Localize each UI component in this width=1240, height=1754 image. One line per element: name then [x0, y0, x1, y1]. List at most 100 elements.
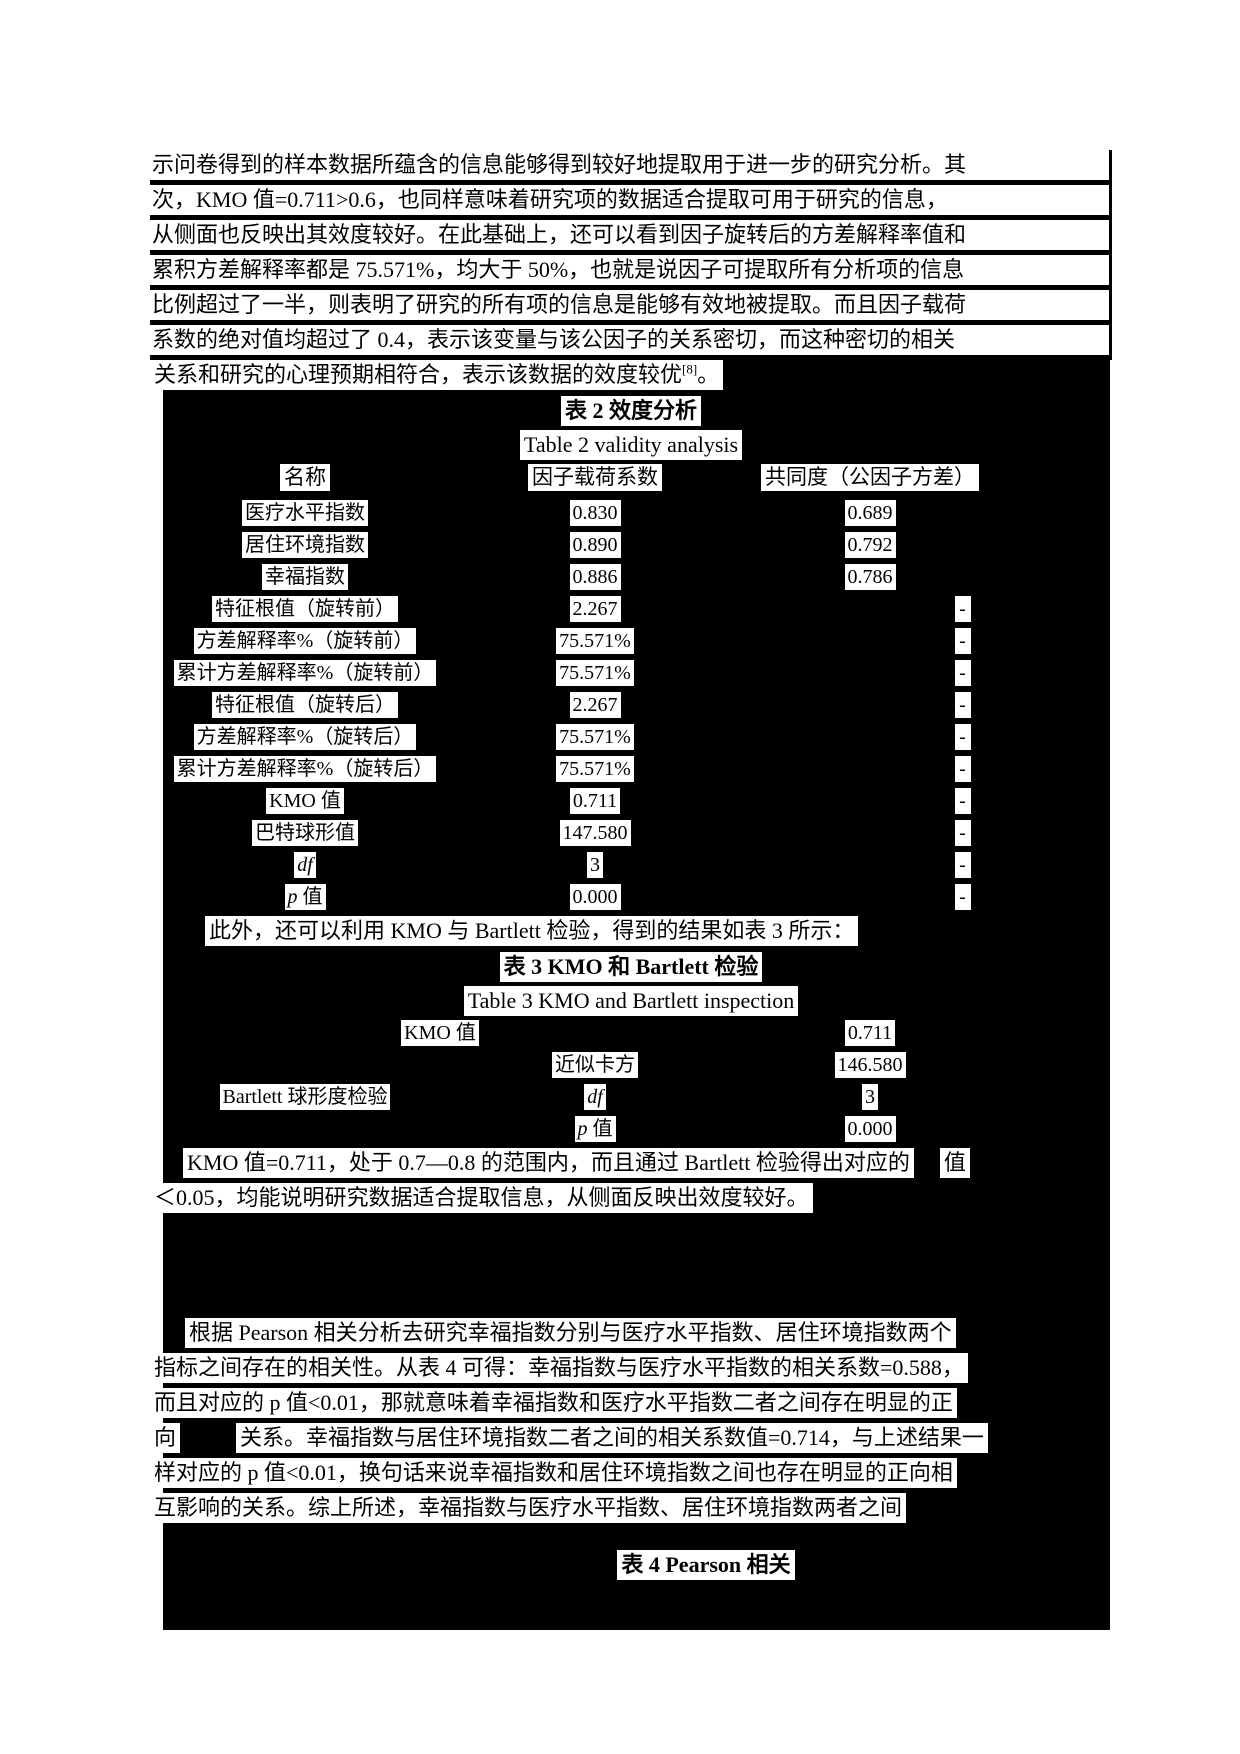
cell-chip: 累计方差解释率%（旋转后）	[173, 756, 437, 782]
table2-row: 方差解释率%（旋转后）75.571%-	[150, 724, 1112, 750]
table-cell: 75.571%	[460, 660, 730, 686]
table-cell: Bartlett 球形度检验	[150, 1084, 460, 1110]
col-header-communality: 共同度（公因子方差）	[761, 464, 979, 491]
cell-chip: -	[954, 788, 971, 814]
cell-chip: 147.580	[559, 820, 631, 846]
table4-title-chip: 表 4 Pearson 相关	[617, 1550, 795, 1580]
cell-chip: 0.830	[569, 500, 621, 526]
table-cell: 2.267	[460, 692, 730, 718]
table2-title-en: Table 2 validity analysis	[150, 430, 1112, 464]
table-cell: 3	[730, 1084, 1010, 1110]
line-chip: ＜0.05，均能说明研究数据适合提取信息，从侧面反映出效度较好。	[150, 1183, 813, 1213]
line-chip: 值	[939, 1148, 970, 1178]
cell-chip: 0.000	[844, 1116, 896, 1142]
table-cell: 75.571%	[460, 756, 730, 782]
cell-chip: 特征根值（旋转前）	[212, 596, 398, 622]
table-cell: 特征根值（旋转后）	[150, 692, 460, 718]
paragraph-pearson-line1: 根据 Pearson 相关分析去研究幸福指数分别与医疗水平指数、居住环境指数两个	[150, 1318, 1112, 1353]
cell-chip: p 值	[574, 1116, 616, 1142]
cell-chip: 方差解释率%（旋转前）	[193, 628, 417, 654]
table-cell: KMO 值	[150, 788, 460, 814]
cell-chip: 0.786	[844, 564, 896, 590]
table3-title-en: Table 3 KMO and Bartlett inspection	[150, 986, 1112, 1020]
cell-chip: 0.890	[569, 532, 621, 558]
cell-chip: 75.571%	[556, 724, 634, 750]
table-cell: p 值	[460, 1116, 730, 1142]
cell-chip: 幸福指数	[262, 564, 348, 590]
cell-chip: -	[954, 660, 971, 686]
col-header-name: 名称	[280, 464, 330, 491]
table2-title-cn: 表 2 效度分析	[150, 396, 1112, 430]
citation-superscript: [8]	[682, 361, 698, 377]
table-cell: -	[730, 628, 1010, 654]
table-cell: 0.000	[460, 884, 730, 910]
line-chip: 向	[150, 1423, 181, 1453]
line-chip: 此外，还可以利用 KMO 与 Bartlett 检验，得到的结果如表 3 所示：	[205, 916, 859, 946]
cell-chip: 0.000	[569, 884, 621, 910]
table-cell: 方差解释率%（旋转后）	[150, 724, 460, 750]
table3-row: p 值 0.000	[150, 1116, 1112, 1142]
table2-row: 特征根值（旋转后） 2.267 -	[150, 692, 1112, 718]
table-cell: 居住环境指数	[150, 532, 460, 558]
table-cell: 0.886	[460, 564, 730, 590]
cell-chip: 3	[587, 852, 603, 878]
cell-chip: -	[954, 596, 971, 622]
table2-row: 累计方差解释率%（旋转前）75.571% -	[150, 660, 1112, 686]
paragraph-line: 系数的绝对值均超过了 0.4，表示该变量与该公因子的关系密切，而这种密切的相关	[150, 325, 1109, 360]
table-cell: -	[730, 852, 1010, 878]
cell-chip: 3	[862, 1084, 878, 1110]
black-gap	[150, 1528, 1112, 1550]
cell-chip: 巴特球形值	[252, 820, 358, 846]
table-cell: -	[730, 884, 1010, 910]
table-cell: 3	[460, 852, 730, 878]
col-header-factor-loading: 因子载荷系数	[528, 464, 662, 491]
table3-row: 近似卡方 146.580	[150, 1052, 1112, 1078]
table-cell: KMO 值	[150, 1020, 730, 1046]
table-cell: -	[730, 692, 1010, 718]
document-content: 示问卷得到的样本数据所蕴含的信息能够得到较好地提取用于进一步的研究分析。其 次，…	[150, 150, 1112, 1584]
table-cell: df	[460, 1084, 730, 1110]
table-cell: 0.711	[460, 788, 730, 814]
table-cell: 幸福指数	[150, 564, 460, 590]
cell-chip: Bartlett 球形度检验	[219, 1084, 391, 1110]
table-cell: 巴特球形值	[150, 820, 460, 846]
table3-row: Bartlett 球形度检验 df 3	[150, 1084, 1112, 1110]
table-cell: 近似卡方	[460, 1052, 730, 1078]
cell-chip: 146.580	[834, 1052, 906, 1078]
table-cell: 146.580	[730, 1052, 1010, 1078]
paragraph-pearson-line4: 向关系。幸福指数与居住环境指数二者之间的相关系数值=0.714，与上述结果一	[150, 1423, 1112, 1458]
table2-row: 累计方差解释率%（旋转后） 75.571%-	[150, 756, 1112, 782]
cell-chip: 2.267	[569, 596, 621, 622]
line-chip: 而且对应的 p 值<0.01，那就意味着幸福指数和医疗水平指数二者之间存在明显的…	[150, 1388, 957, 1418]
table-cell: 0.711	[730, 1020, 1010, 1046]
paragraph-line: 累积方差解释率都是 75.571%，均大于 50%，也就是说因子可提取所有分析项…	[150, 255, 1109, 290]
table-cell: -	[730, 756, 1010, 782]
table-cell: 累计方差解释率%（旋转前）	[150, 660, 460, 686]
table-cell	[150, 1052, 460, 1078]
cell-chip: 居住环境指数	[242, 532, 368, 558]
paragraph-line: 示问卷得到的样本数据所蕴含的信息能够得到较好地提取用于进一步的研究分析。其	[150, 150, 1109, 185]
table2-header-cell: 名称	[150, 464, 460, 492]
paragraph-pearson-line2: 指标之间存在的相关性。从表 4 可得：幸福指数与医疗水平指数的相关系数=0.58…	[150, 1353, 1112, 1388]
line-chip: 关系和研究的心理预期相符合，表示该数据的效度较优[8]。	[150, 360, 724, 390]
paragraph-kmo-line1: KMO 值=0.711，处于 0.7—0.8 的范围内，而且通过 Bartlet…	[150, 1148, 1112, 1183]
table-cell: 0.830	[460, 500, 730, 526]
paragraph-line: 比例超过了一半，则表明了研究的所有项的信息是能够有效地被提取。而且因子载荷	[150, 290, 1109, 325]
table-cell: -	[730, 820, 1010, 846]
paragraph-pearson-line5: 样对应的 p 值<0.01，换句话来说幸福指数和居住环境指数之间也存在明显的正向…	[150, 1458, 1112, 1493]
cell-chip: 2.267	[569, 692, 621, 718]
table2-row: 特征根值（旋转前） 2.267 -	[150, 596, 1112, 622]
redacted-gap	[180, 1423, 236, 1453]
black-gap	[150, 1218, 1112, 1318]
table-cell: df	[150, 852, 460, 878]
table2-row: 幸福指数 0.886 0.786	[150, 564, 1112, 590]
table-cell: 0.689	[730, 500, 1010, 526]
